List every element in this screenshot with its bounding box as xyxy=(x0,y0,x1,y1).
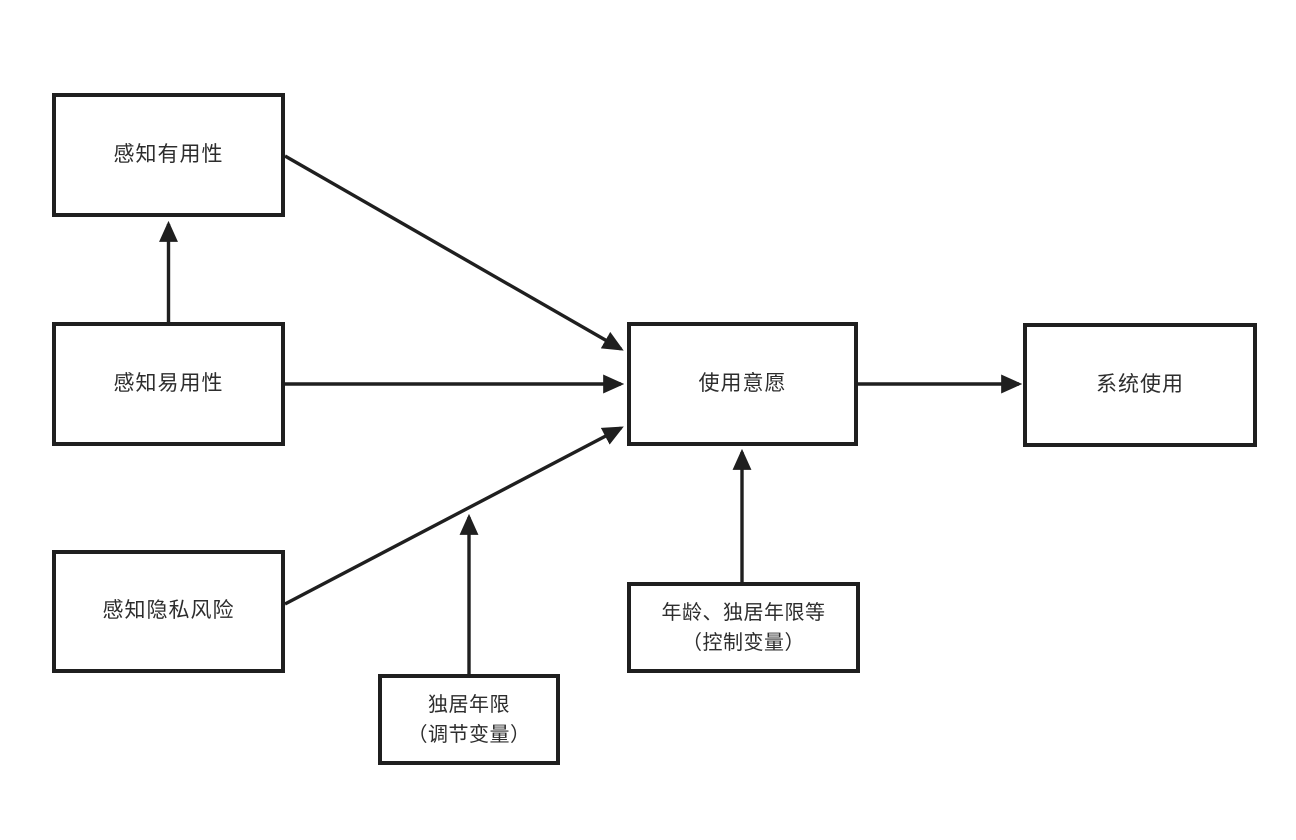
node-control-variables-line2: （控制变量） xyxy=(682,631,805,654)
node-living-alone-moderator: 独居年限 （调节变量） xyxy=(378,674,560,765)
node-perceived-privacy-risk-label: 感知隐私风险 xyxy=(102,599,235,623)
node-perceived-ease-of-use-label: 感知易用性 xyxy=(113,371,224,395)
arrow-usefulness-to-intention xyxy=(284,154,624,351)
node-living-alone-moderator-line1: 独居年限 xyxy=(428,693,510,716)
node-control-variables: 年龄、独居年限等 （控制变量） xyxy=(627,582,860,673)
node-system-use-label: 系统使用 xyxy=(1096,372,1184,396)
node-perceived-usefulness-label: 感知有用性 xyxy=(113,142,224,166)
node-perceived-ease-of-use: 感知易用性 xyxy=(52,322,285,446)
node-usage-intention: 使用意愿 xyxy=(627,322,858,446)
node-usage-intention-label: 使用意愿 xyxy=(698,371,787,395)
node-perceived-privacy-risk: 感知隐私风险 xyxy=(52,550,285,673)
node-system-use: 系统使用 xyxy=(1023,323,1257,447)
node-perceived-usefulness: 感知有用性 xyxy=(52,93,285,217)
node-living-alone-moderator-line2: （调节变量） xyxy=(407,723,531,746)
arrow-privacy-risk-to-intention xyxy=(284,426,624,606)
node-control-variables-line1: 年龄、独居年限等 xyxy=(661,601,826,624)
